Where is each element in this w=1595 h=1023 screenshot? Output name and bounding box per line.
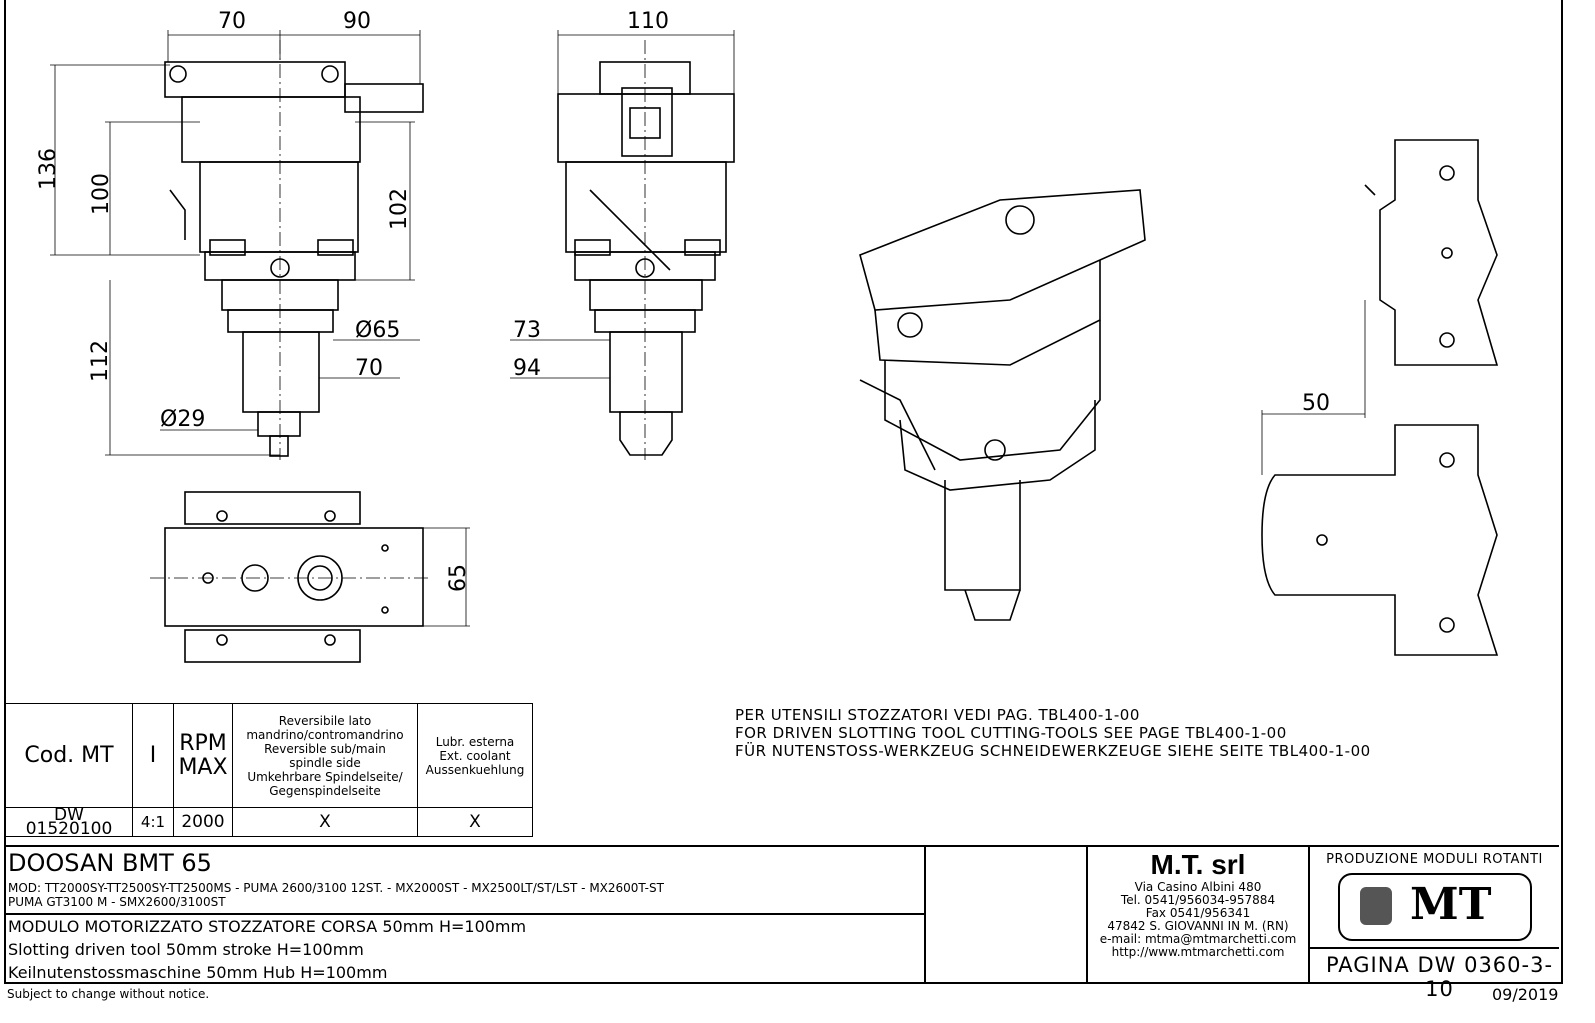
cell-rpm: 2000	[173, 807, 233, 837]
machine-title: DOOSAN BMT 65	[8, 849, 212, 877]
page-number: PAGINA DW 0360-3-10	[1325, 953, 1554, 1001]
cell-ratio: 4:1	[132, 807, 174, 837]
production-label: PRODUZIONE MODULI ROTANTI	[1326, 852, 1543, 867]
dim-front-112: 112	[88, 340, 113, 382]
dim-front-70b: 70	[355, 356, 383, 381]
dim-side-110: 110	[627, 9, 669, 34]
note-de: FÜR NUTENSTOSS-WERKZEUG SCHNEIDEWERKZEUG…	[735, 742, 1371, 760]
dim-front-90: 90	[343, 9, 371, 34]
company-name: M.T. srl	[1150, 849, 1246, 880]
header-ratio: I	[132, 703, 174, 808]
dim-front-dia65: Ø65	[355, 318, 400, 343]
mt-logo: MT	[1338, 873, 1532, 941]
drawing-frame	[4, 0, 1563, 984]
dim-front-102: 102	[387, 188, 412, 230]
dim-front-136: 136	[36, 148, 61, 190]
revision-date: 09/2019	[1492, 985, 1559, 1004]
table-row: DW 01520100 4:1 2000 X X	[5, 807, 533, 838]
dim-side-94: 94	[513, 356, 541, 381]
side-view	[557, 40, 735, 460]
dim-front-70: 70	[218, 9, 246, 34]
cutting-tools-note: PER UTENSILI STOZZATORI VEDI PAG. TBL400…	[735, 706, 1371, 760]
front-view	[164, 40, 424, 460]
dim-stroke-50: 50	[1302, 391, 1330, 416]
cell-reversible: X	[232, 807, 418, 837]
isometric-view	[859, 189, 1146, 621]
models-list: MOD: TT2000SY-TT2500SY-TT2500MS - PUMA 2…	[8, 881, 664, 909]
dim-side-73: 73	[513, 318, 541, 343]
cell-code: DW 01520100	[5, 807, 133, 838]
technical-drawing: 70 90 136 100 102 112 Ø65 70 Ø29 110 73 …	[36, 9, 1499, 663]
descriptions: MODULO MOTORIZZATO STOZZATORE CORSA 50mm…	[8, 917, 527, 982]
note-en: FOR DRIVEN SLOTTING TOOL CUTTING-TOOLS S…	[735, 724, 1287, 742]
module-icon	[1360, 887, 1392, 925]
logo-text: MT	[1410, 879, 1492, 930]
dim-front-100: 100	[89, 173, 114, 215]
disclaimer: Subject to change without notice.	[7, 987, 210, 1001]
dim-top-65: 65	[446, 564, 471, 592]
stroke-views	[1261, 139, 1499, 656]
note-it: PER UTENSILI STOZZATORI VEDI PAG. TBL400…	[735, 706, 1140, 724]
blank-cell	[926, 847, 1088, 984]
title-block: DOOSAN BMT 65 MOD: TT2000SY-TT2500SY-TT2…	[4, 845, 1559, 1001]
dim-front-dia29: Ø29	[160, 407, 205, 432]
cell-coolant: X	[417, 807, 533, 837]
header-code: Cod. MT	[5, 703, 133, 808]
top-view	[150, 491, 430, 663]
